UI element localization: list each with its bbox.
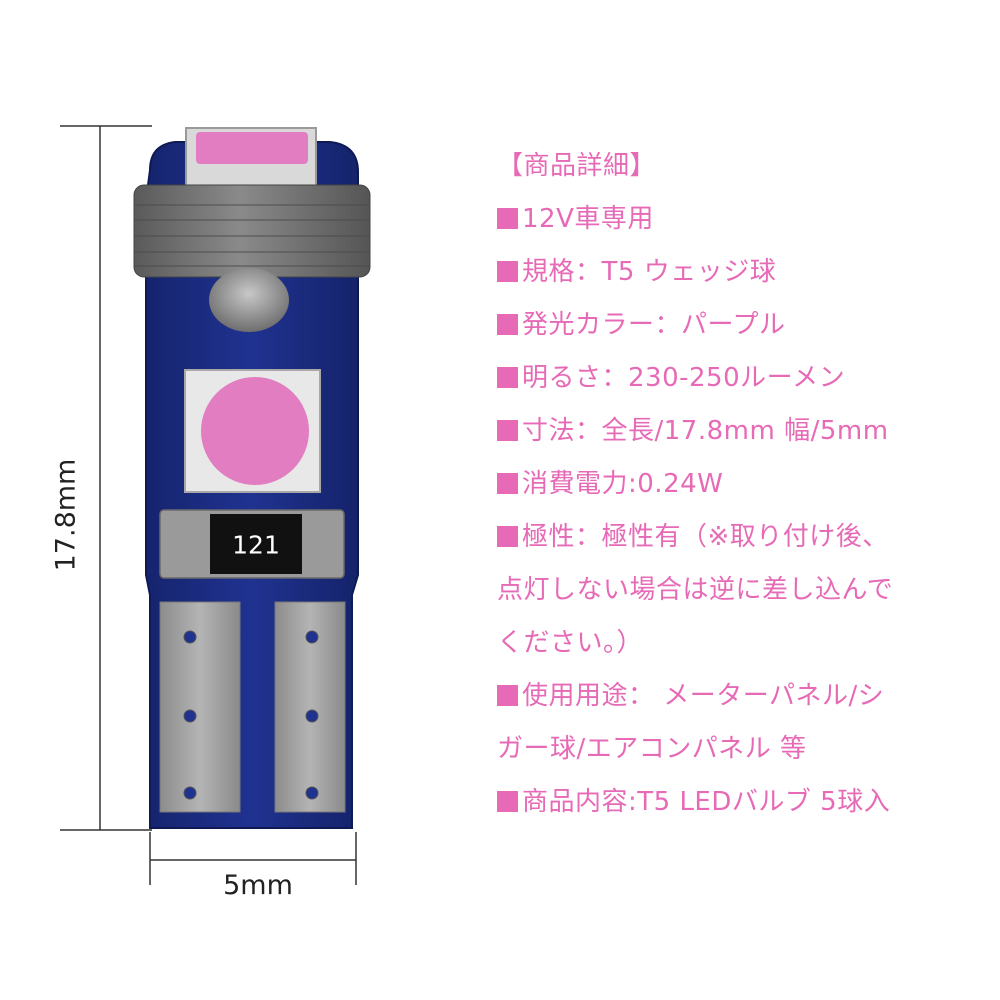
spec-dimensions: 寸法：全長/17.8mm 幅/5mm xyxy=(497,405,992,458)
square-bullet-icon xyxy=(497,420,518,441)
height-dimension-line-icon xyxy=(60,125,152,831)
square-bullet-icon xyxy=(497,685,518,706)
metal-base-band xyxy=(133,184,371,278)
width-dimension-line-icon xyxy=(149,832,357,885)
lens-dome-icon xyxy=(209,268,289,332)
square-bullet-icon xyxy=(497,473,518,494)
width-dimension-label: 5mm xyxy=(223,870,293,901)
square-bullet-icon xyxy=(497,314,518,335)
right-contact-pad-icon xyxy=(274,601,346,813)
front-led-chip-icon xyxy=(184,369,321,493)
square-bullet-icon xyxy=(497,526,518,547)
spec-color: 発光カラー：パープル xyxy=(497,299,992,352)
resistor-icon xyxy=(159,509,345,579)
spec-voltage: 12V車専用 xyxy=(497,193,992,246)
spec-standard: 規格：T5 ウェッジ球 xyxy=(497,246,992,299)
spec-heading: 【商品詳細】 xyxy=(497,151,657,181)
square-bullet-icon xyxy=(497,261,518,282)
spec-usage: 使用用途： メーターパネル/シ xyxy=(497,670,992,723)
left-contact-pad-icon xyxy=(159,601,241,813)
square-bullet-icon xyxy=(497,367,518,388)
spec-brightness: 明るさ：230-250ルーメン xyxy=(497,352,992,405)
resistor-code-label: 121 xyxy=(232,530,280,560)
spec-power: 消費電力:0.24W xyxy=(497,458,992,511)
spec-contents: 商品内容:T5 LEDバルブ 5球入 xyxy=(497,776,992,829)
product-figure: 121 17.8mm 5mm xyxy=(0,0,480,1000)
spec-panel: 【商品詳細】 12V車専用 規格：T5 ウェッジ球 発光カラー：パープル 明るさ… xyxy=(497,140,992,829)
spec-polarity-cont-1: 点灯しない場合は逆に差し込んで xyxy=(497,575,894,605)
spec-polarity: 極性：極性有（※取り付け後、 xyxy=(497,511,992,564)
led-bulb-illustration xyxy=(60,125,371,885)
height-dimension-label: 17.8mm xyxy=(50,458,82,572)
spec-polarity-cont-2: ください。） xyxy=(497,628,644,658)
square-bullet-icon xyxy=(497,791,518,812)
square-bullet-icon xyxy=(497,208,518,229)
top-led-chip-icon xyxy=(185,127,317,187)
spec-usage-cont: ガー球/エアコンパネル 等 xyxy=(497,734,807,764)
